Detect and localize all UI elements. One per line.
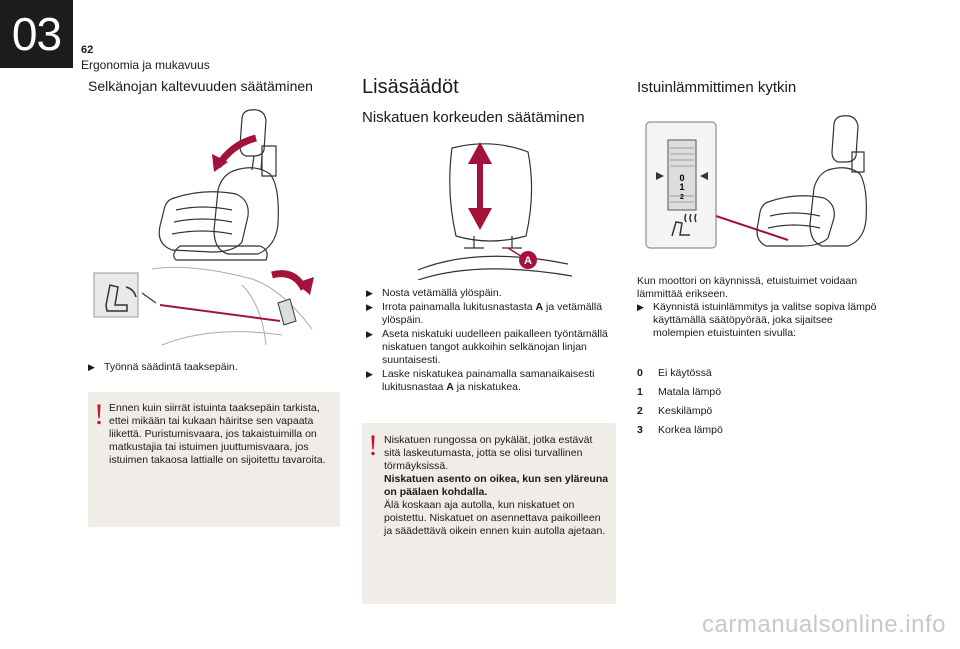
bullet-bold: A <box>446 381 454 393</box>
list-item: 2 Keskilämpö <box>637 401 723 420</box>
list-item: ▶ Käynnistä istuinlämmitys ja valitse so… <box>637 301 887 340</box>
chapter-number: 03 <box>11 8 62 60</box>
warning-text: Niskatuen rungossa on pykälät, jotka est… <box>384 434 610 538</box>
list-item: 1 Matala lämpö <box>637 382 723 401</box>
level-key: 0 <box>637 366 643 379</box>
bullet-text: Käynnistä istuinlämmitys ja valitse sopi… <box>653 301 877 339</box>
level-key: 3 <box>637 423 643 436</box>
level-label: Ei käytössä <box>658 366 712 379</box>
bullet-text-post: ja vetämällä ylöspäin. <box>382 301 603 326</box>
bullet-arrow-icon: ▶ <box>366 329 373 339</box>
list-item: ▶ Laske niskatukea painamalla samanaikai… <box>366 368 616 394</box>
seatback-heading: Selkänojan kaltevuuden säätäminen <box>88 78 313 94</box>
list-item: ▶ Nosta vetämällä ylöspäin. <box>366 287 616 300</box>
chapter-tab: 03 <box>0 0 73 68</box>
seat-heater-illustration: 0 1 2 <box>645 115 867 249</box>
arrow-right-icon <box>656 172 664 180</box>
list-item: ▶ Aseta niskatuki uudelleen paikalleen t… <box>366 328 616 367</box>
watermark: carmanualsonline.info <box>702 611 946 638</box>
headrest-height-heading: Niskatuen korkeuden säätäminen <box>362 109 585 126</box>
seat-heater-heading: Istuinlämmittimen kytkin <box>637 79 797 96</box>
bullet-arrow-icon: ▶ <box>88 362 95 372</box>
page-number: 62 <box>81 44 94 56</box>
recline-lever-illustration <box>93 266 314 346</box>
warning-exclamation-icon: ! <box>94 398 104 431</box>
headrest-instructions: ▶ Nosta vetämällä ylöspäin. ▶ Irrota pai… <box>366 287 616 395</box>
list-item: 0 Ei käytössä <box>637 363 723 382</box>
list-item: 3 Korkea lämpö <box>637 420 723 439</box>
level-label: Korkea lämpö <box>658 423 723 436</box>
warning-text: Ennen kuin siirrät istuinta taaksepäin t… <box>109 402 326 466</box>
seatback-instructions: ▶ Työnnä säädintä taaksepäin. <box>88 361 328 375</box>
bullet-text: Aseta niskatuki uudelleen paikalleen työ… <box>382 328 608 366</box>
bullet-arrow-icon: ▶ <box>366 302 373 312</box>
seat-heater-text: Kun moottori on käynnissä, etuistuimet v… <box>637 275 887 341</box>
bullet-arrow-icon: ▶ <box>366 288 373 298</box>
bullet-bold: A <box>535 301 544 313</box>
level-label: Keskilämpö <box>658 404 713 417</box>
marker-a-label: A <box>524 255 532 267</box>
marker-a-badge <box>519 251 537 269</box>
dial-label-2: 2 <box>680 194 684 201</box>
warning-box-seatback: ! Ennen kuin siirrät istuinta taaksepäin… <box>88 392 340 527</box>
warning-bold-paragraph: Niskatuen asento on oikea, kun sen yläre… <box>384 473 609 498</box>
additional-settings-heading: Lisäsäädöt <box>362 76 459 98</box>
intro-paragraph: Kun moottori on käynnissä, etuistuimet v… <box>637 275 858 300</box>
bullet-text: Irrota painamalla lukitusnastasta <box>382 301 536 313</box>
bullet-text: Työnnä säädintä taaksepäin. <box>104 361 238 373</box>
bullet-arrow-icon: ▶ <box>366 369 373 379</box>
list-item: ▶ Irrota painamalla lukitusnastasta A ja… <box>366 301 616 327</box>
seat-recline-illustration <box>158 109 279 261</box>
heat-levels-list: 0 Ei käytössä 1 Matala lämpö 2 Keskilämpö 3… <box>637 363 723 439</box>
list-item: ▶ Työnnä säädintä taaksepäin. <box>88 361 328 374</box>
warning-paragraph: Niskatuen rungossa on pykälät, jotka est… <box>384 434 593 472</box>
dial-label-1: 1 <box>679 182 684 192</box>
seat-heat-icon <box>671 213 697 237</box>
chapter-title: Ergonomia ja mukavuus <box>81 58 210 72</box>
headrest-illustration: A <box>418 142 573 280</box>
bullet-text-post: ja niskatukea. <box>453 381 521 393</box>
level-key: 1 <box>637 385 643 398</box>
level-key: 2 <box>637 404 643 417</box>
warning-exclamation-icon: ! <box>368 429 378 462</box>
dial-label-0: 0 <box>679 173 684 183</box>
bullet-arrow-icon: ▶ <box>637 302 644 312</box>
arrow-left-icon <box>700 172 708 180</box>
warning-box-headrest: ! Niskatuen rungossa on pykälät, jotka e… <box>362 423 616 604</box>
level-label: Matala lämpö <box>658 385 722 398</box>
warning-paragraph: Älä koskaan aja autolla, kun niskatuet o… <box>384 499 606 537</box>
bullet-text: Laske niskatukea painamalla samanaikaise… <box>382 368 595 393</box>
bullet-text: Nosta vetämällä ylöspäin. <box>382 287 502 299</box>
